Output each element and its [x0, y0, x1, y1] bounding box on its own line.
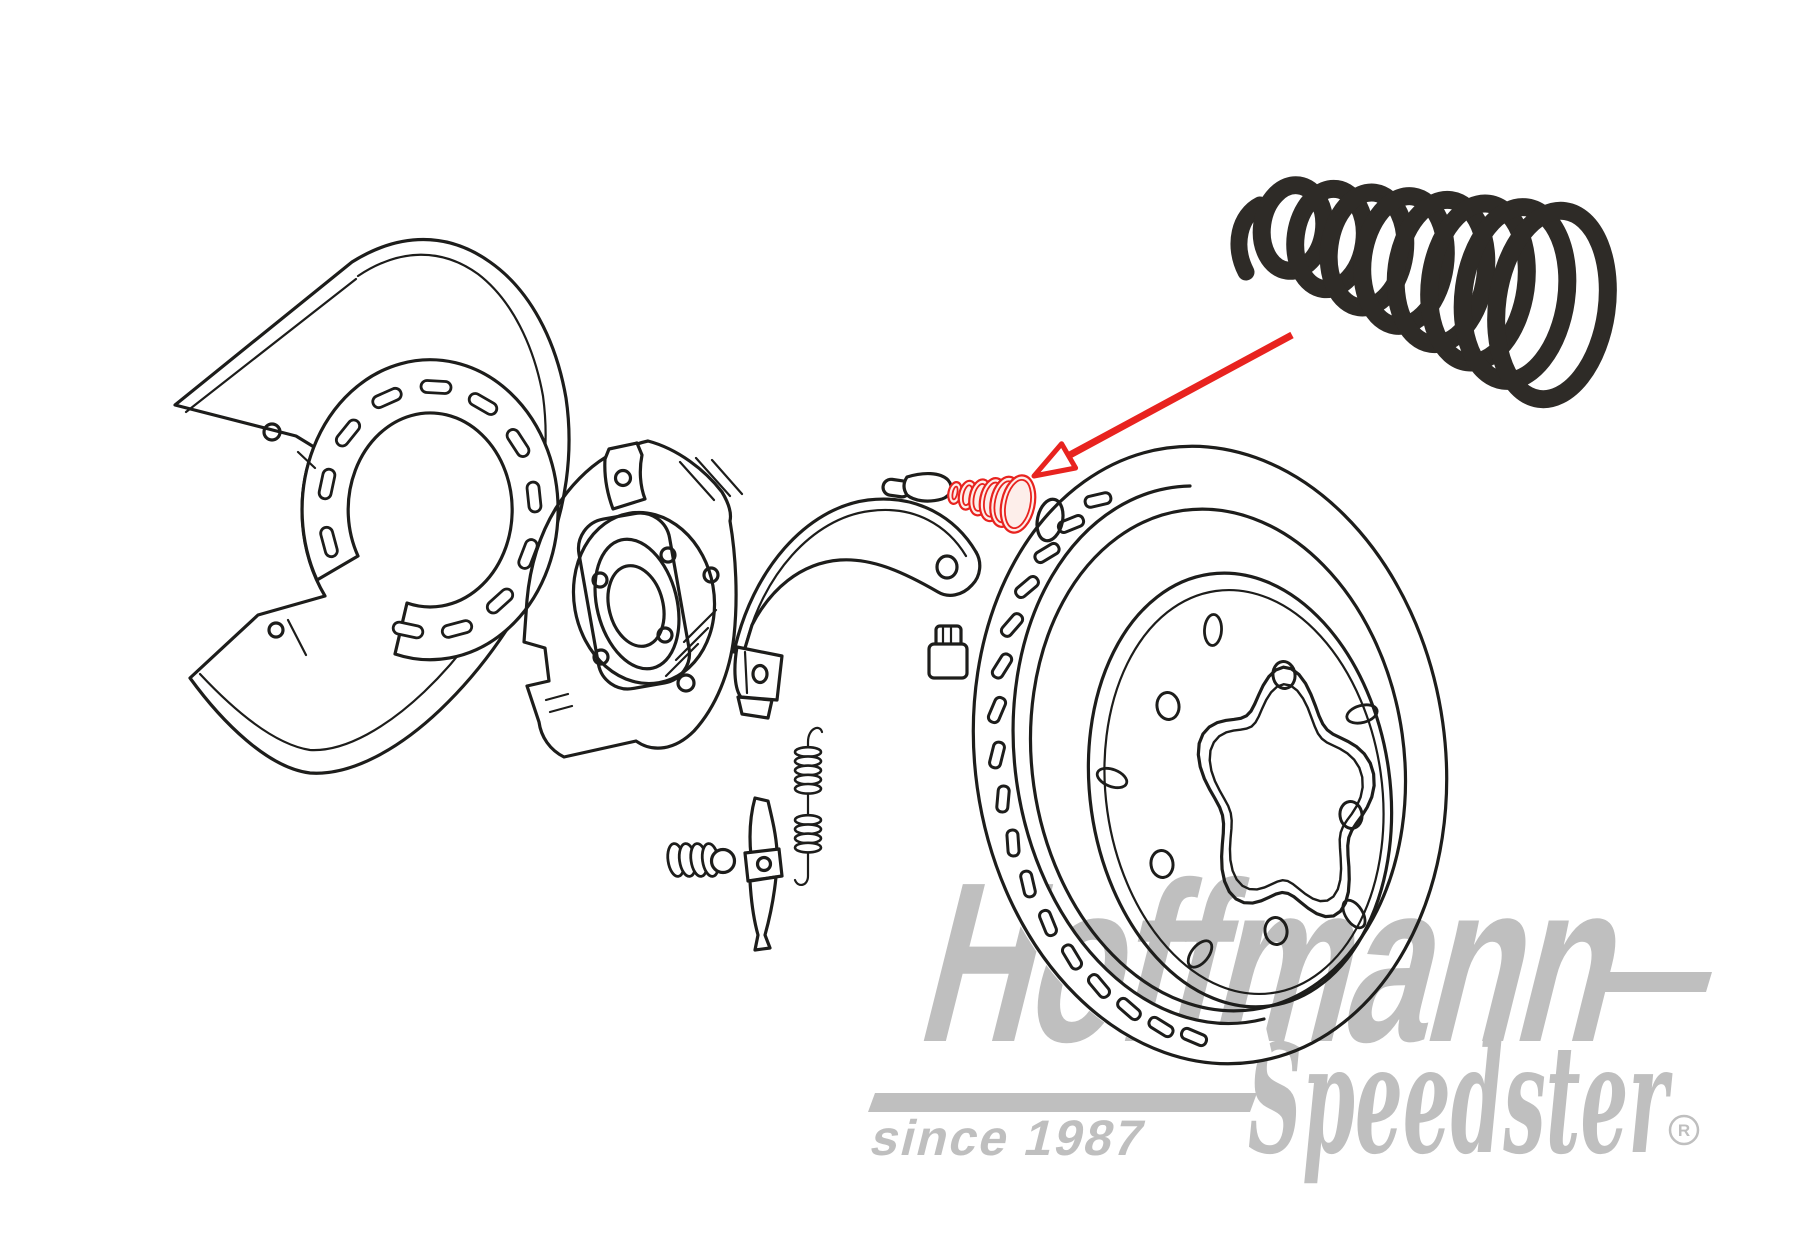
anchor-tab-hole — [613, 468, 633, 488]
watermark-dash — [1586, 972, 1712, 992]
shield-drum-ring — [300, 358, 560, 662]
anchor-hatch-lines — [544, 456, 744, 714]
push-pin-drawing — [881, 472, 953, 503]
shield-bolt-hole-top — [262, 422, 282, 442]
link-upper-blade — [748, 796, 779, 858]
anchor-plate-drawing — [522, 439, 744, 759]
disc-vent-slots — [986, 491, 1209, 1048]
anchor-plate-outline — [522, 439, 738, 759]
watermark-script-text: Speedster — [1248, 1012, 1673, 1188]
adjuster-nut-drawing — [927, 624, 969, 680]
registered-mark-letter: R — [1678, 1121, 1690, 1140]
shield-ring-slots — [317, 379, 543, 640]
arrow-shaft — [1066, 331, 1294, 460]
watermark: Hoffmann since 1987 Speedster R — [865, 835, 1712, 1188]
disc-hat-edge-outer — [1086, 571, 1394, 1009]
disc-hub-recesses — [1095, 613, 1379, 969]
anchor-bolt-holes — [591, 546, 720, 693]
shoe-web-edge — [743, 550, 982, 650]
disc-hat-edge-inner — [1103, 588, 1385, 996]
shoe-foot-edge — [743, 650, 749, 695]
link-hole — [755, 855, 773, 873]
disc-friction-face — [1028, 507, 1408, 1013]
adjuster-spring-drawing — [666, 842, 737, 878]
shield-outer-outline — [173, 238, 571, 775]
shield-step-lines — [286, 450, 317, 657]
anchor-flange-face — [576, 511, 692, 691]
shoe-lining-inner — [743, 508, 968, 650]
brake-disc-drawing — [970, 444, 1449, 1066]
link-lower-blade — [748, 875, 778, 952]
anchor-bore-inner — [606, 564, 666, 648]
shoe-foot-block — [733, 645, 784, 702]
shoe-end-hole — [935, 554, 959, 580]
link-plate — [743, 847, 784, 883]
oval-washer — [1035, 497, 1065, 543]
splash-shield-drawing — [173, 238, 571, 775]
highlighted-pressure-spring — [947, 474, 1037, 534]
anchor-bore-outer — [593, 537, 681, 671]
shield-bolt-hole-bottom — [267, 621, 285, 639]
return-springs-drawing — [793, 726, 824, 886]
arrow-head — [1031, 441, 1079, 479]
shoe-foot-hole — [751, 663, 769, 685]
link-lever-drawing — [743, 796, 784, 952]
watermark-since-text: since 1987 — [865, 1110, 1152, 1166]
brake-shoe-drawing — [732, 497, 982, 720]
shield-top-chord-inner — [184, 277, 358, 414]
disc-rim-inner-edge — [1011, 484, 1266, 1026]
watermark-bar — [868, 1093, 1257, 1112]
push-pin-paddle — [902, 472, 953, 503]
adjuster-nut-base — [927, 642, 969, 680]
adjuster-spring-cap — [709, 847, 737, 875]
disc-center-bore — [1196, 665, 1376, 919]
shield-lip-inner-edge — [198, 253, 547, 752]
anchor-plate-tab — [603, 441, 647, 511]
shoe-foot-tab — [736, 695, 774, 720]
adjuster-nut-slots — [941, 625, 953, 647]
shoe-lining-outer — [732, 497, 978, 654]
pointer-arrow — [1031, 331, 1294, 479]
disc-outer-edge — [971, 444, 1449, 1066]
registered-mark-circle — [1668, 1114, 1700, 1146]
spring-wire-end — [1230, 196, 1269, 281]
pressure-spring-photo — [1230, 176, 1617, 409]
